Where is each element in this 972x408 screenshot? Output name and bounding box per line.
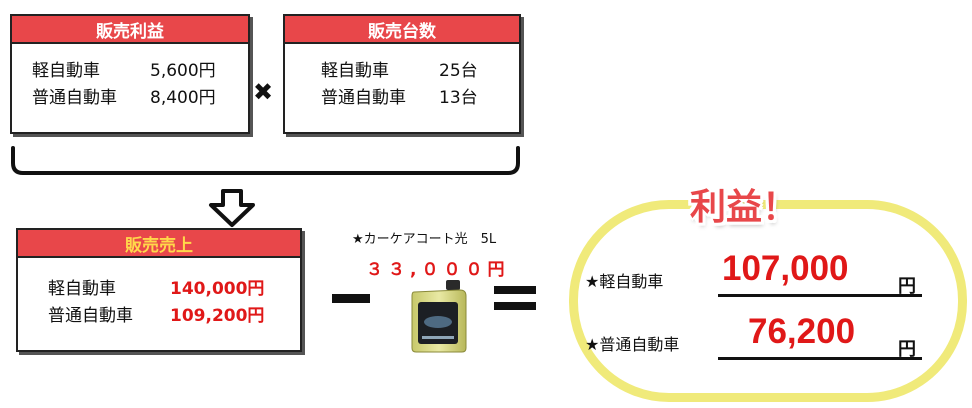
profit-amount: 76,200	[748, 312, 855, 352]
sales-units-title: 販売台数	[285, 16, 519, 44]
sales-units-row: 軽自動車 25台	[321, 58, 519, 85]
row-label: 軽自動車	[321, 58, 439, 85]
revenue-row: 普通自動車 109,200円	[48, 303, 300, 330]
row-value: 13台	[439, 85, 478, 112]
sales-profit-row: 軽自動車 5,600円	[32, 58, 248, 85]
row-value: 8,400円	[150, 85, 216, 112]
multiply-icon: ✖	[253, 78, 273, 106]
profit-underline	[718, 357, 922, 360]
profit-panel	[569, 200, 967, 402]
row-label: 軽自動車	[48, 276, 170, 303]
brace-icon	[8, 145, 523, 177]
sales-profit-row: 普通自動車 8,400円	[32, 85, 248, 112]
row-label: 普通自動車	[321, 85, 439, 112]
equals-icon	[494, 302, 536, 310]
bottle-image	[408, 278, 470, 354]
row-value: 25台	[439, 58, 478, 85]
sales-units-row: 普通自動車 13台	[321, 85, 519, 112]
row-value: 109,200円	[170, 303, 264, 330]
row-value: 5,600円	[150, 58, 216, 85]
sales-profit-box: 販売利益 軽自動車 5,600円 普通自動車 8,400円	[10, 14, 250, 134]
profit-label: ★軽自動車	[585, 268, 663, 292]
profit-amount: 107,000	[722, 249, 849, 289]
revenue-title: 販売売上	[18, 230, 300, 258]
equals-icon	[494, 286, 536, 294]
revenue-row: 軽自動車 140,000円	[48, 276, 300, 303]
profit-underline	[718, 294, 922, 297]
sales-profit-title: 販売利益	[12, 16, 248, 44]
profit-title: 利益！	[690, 178, 798, 230]
row-label: 普通自動車	[48, 303, 170, 330]
revenue-box: 販売売上 軽自動車 140,000円 普通自動車 109,200円	[16, 228, 302, 352]
product-price: ３３,０００円	[366, 255, 509, 280]
profit-label: ★普通自動車	[585, 331, 679, 355]
row-label: 軽自動車	[32, 58, 150, 85]
minus-icon	[332, 294, 370, 303]
down-arrow-icon	[208, 188, 256, 228]
row-label: 普通自動車	[32, 85, 150, 112]
sales-units-box: 販売台数 軽自動車 25台 普通自動車 13台	[283, 14, 521, 134]
product-title: ★カーケアコート光 5L	[352, 228, 496, 247]
row-value: 140,000円	[170, 276, 264, 303]
